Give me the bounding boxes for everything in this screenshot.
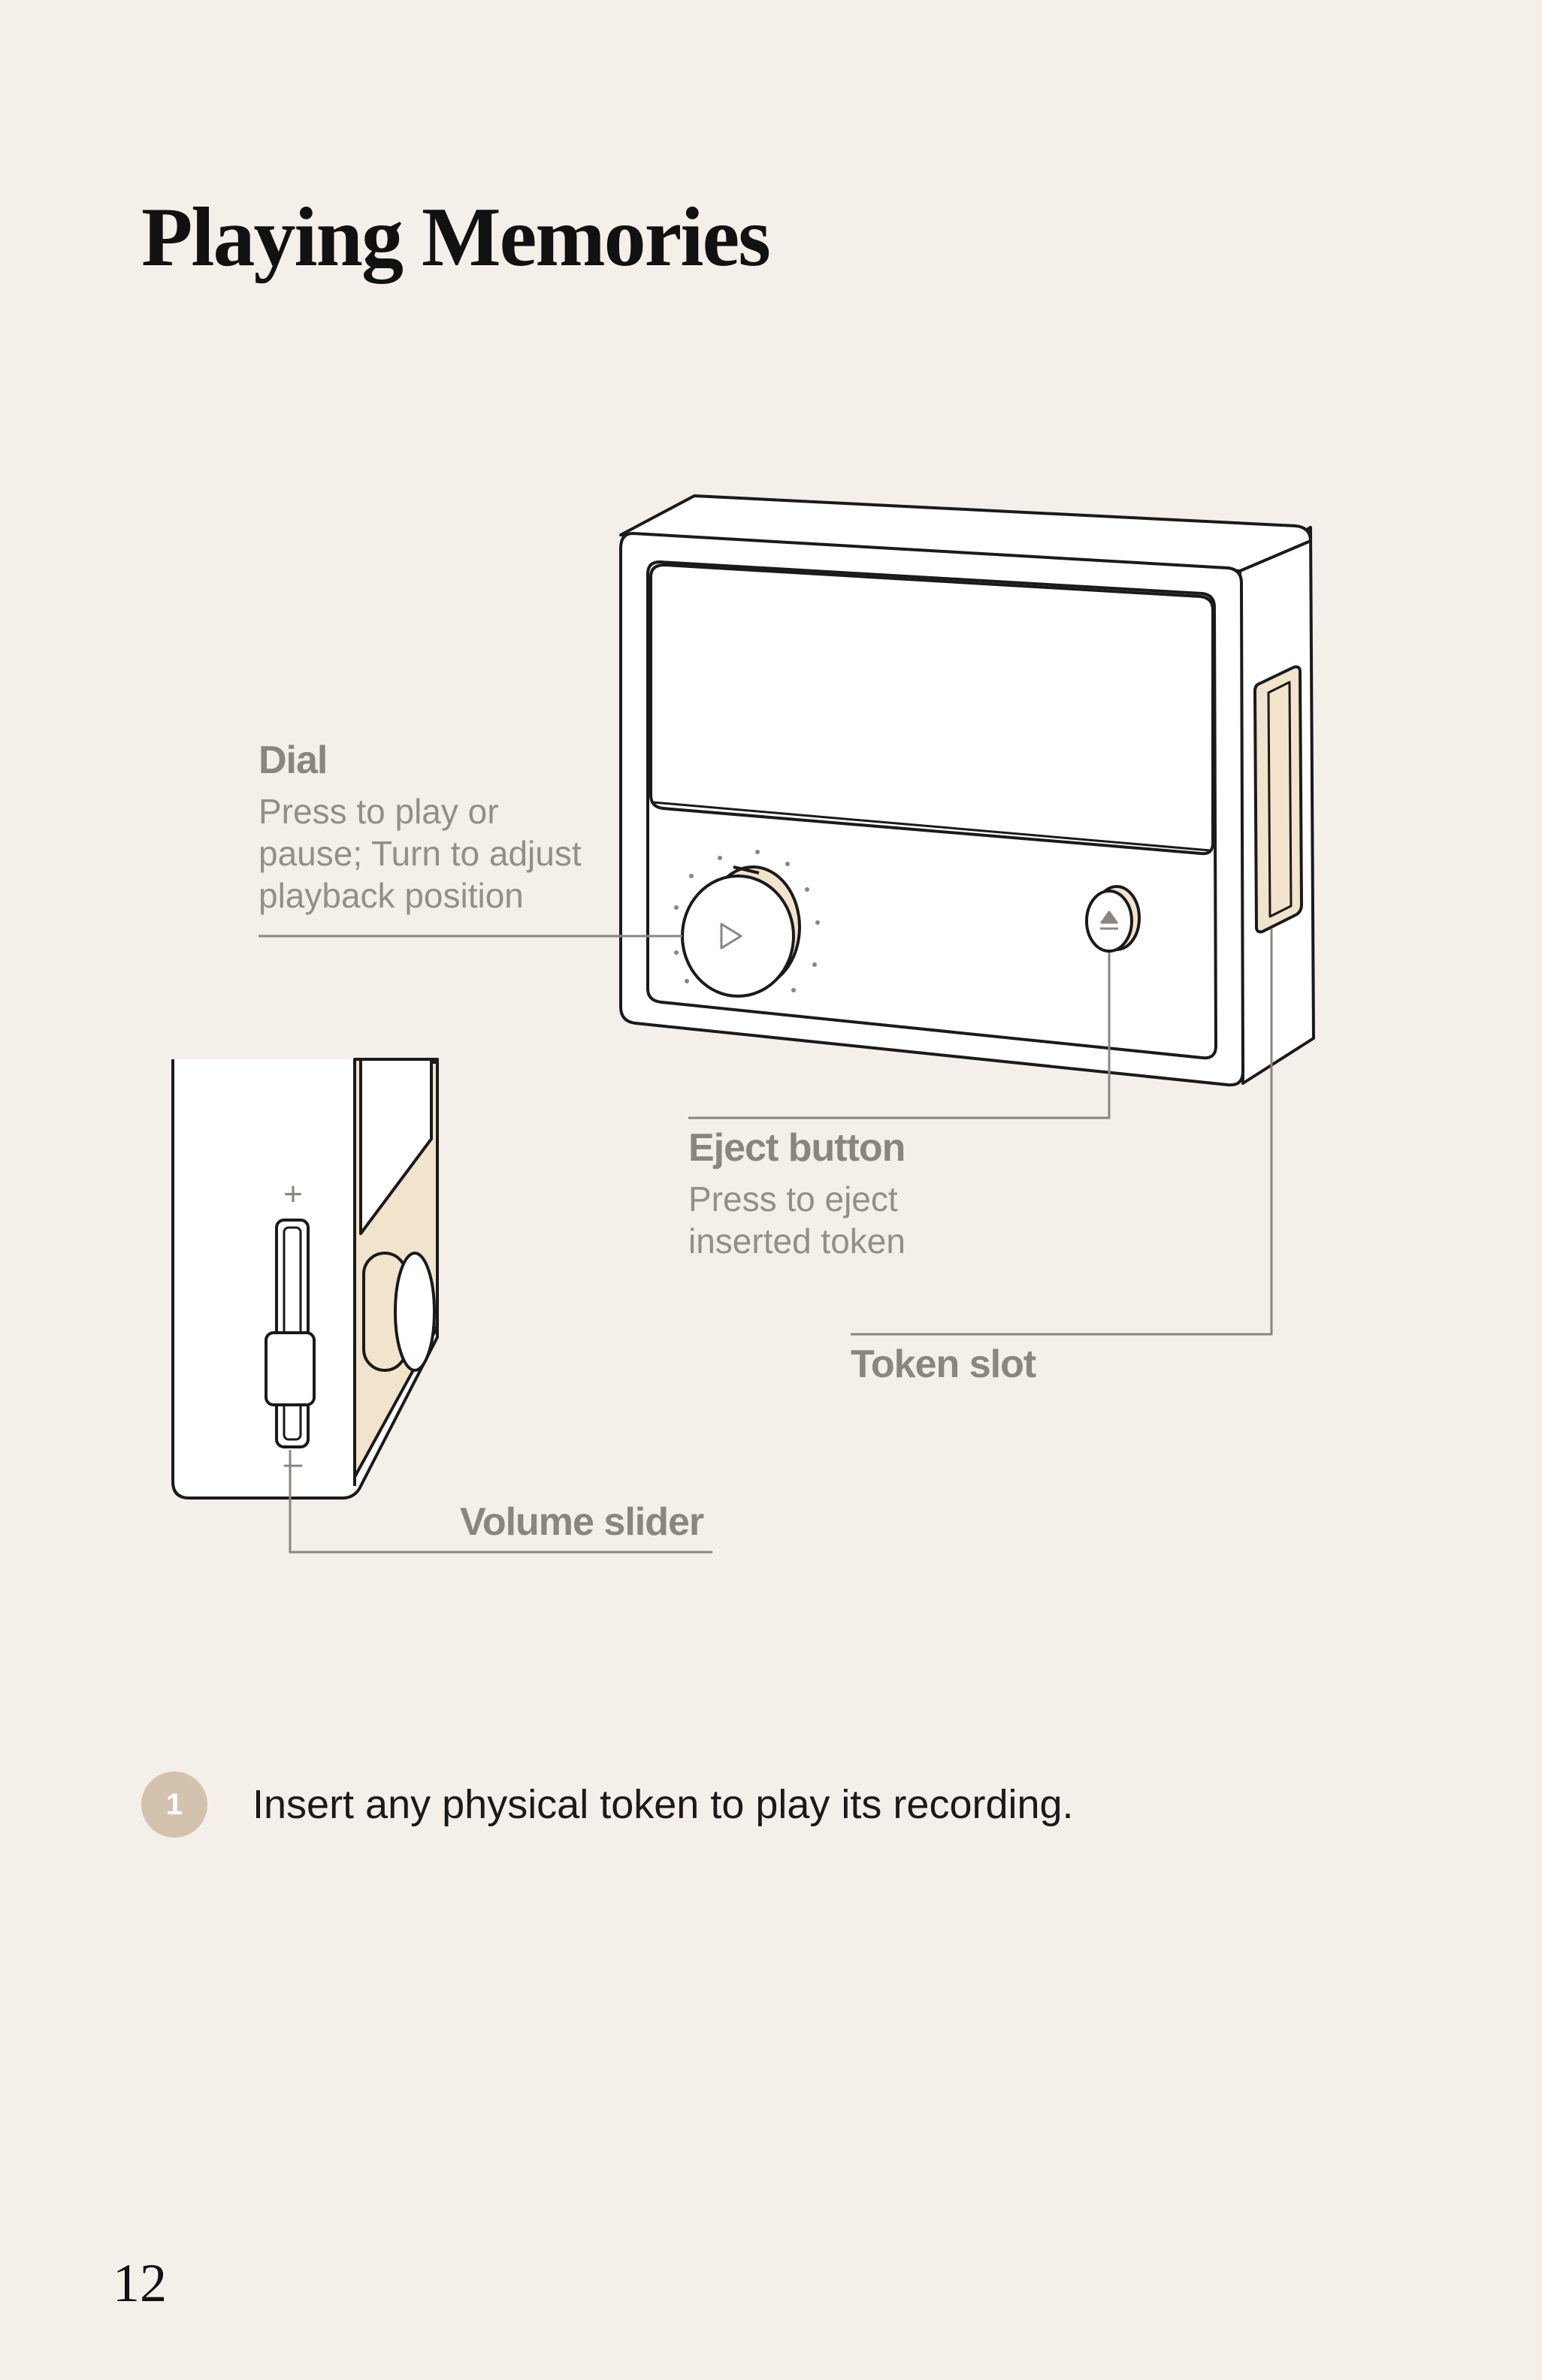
dial-callout-title: Dial bbox=[259, 738, 328, 782]
play-icon bbox=[720, 923, 742, 950]
volume-minus-label: – bbox=[284, 1445, 303, 1481]
leader-lines bbox=[259, 929, 1273, 1554]
screen-panel-lip bbox=[653, 801, 1211, 852]
token-slot-callout: Token slot bbox=[851, 1345, 1036, 1384]
eject-leader bbox=[688, 953, 1111, 1119]
eject-button[interactable] bbox=[1085, 885, 1141, 953]
volume-plus-label: + bbox=[283, 1176, 303, 1213]
page-title: Playing Memories bbox=[141, 191, 771, 284]
screen-panel bbox=[649, 563, 1214, 856]
step-item: 1 Insert any physical token to play its … bbox=[141, 1771, 1074, 1838]
dial-callout: Dial Press to play or pause; Turn to adj… bbox=[259, 741, 612, 917]
dial-ticks bbox=[674, 850, 820, 992]
volume-slider-callout: Volume slider bbox=[460, 1500, 704, 1544]
eject-callout-title: Eject button bbox=[688, 1126, 906, 1170]
step-number-badge: 1 bbox=[141, 1771, 207, 1838]
token-slot bbox=[1253, 665, 1303, 934]
volume-leader bbox=[289, 1450, 712, 1554]
eject-callout-description: Press to eject inserted token bbox=[688, 1179, 906, 1261]
dial[interactable] bbox=[681, 865, 801, 998]
device-top bbox=[619, 494, 1312, 572]
dial-callout-description: Press to play or pause; Turn to adjust p… bbox=[259, 792, 582, 915]
step-text: Insert any physical token to play its re… bbox=[252, 1782, 1074, 1827]
eject-icon bbox=[1100, 911, 1118, 930]
device-side-view bbox=[171, 1058, 439, 1500]
page-number: 12 bbox=[113, 2253, 167, 2313]
device-front-view bbox=[619, 494, 1315, 1087]
eject-callout: Eject button Press to eject inserted tok… bbox=[688, 1128, 1004, 1262]
volume-slider-callout-title: Volume slider bbox=[460, 1500, 704, 1544]
volume-thumb[interactable] bbox=[265, 1331, 316, 1406]
token-slot-callout-title: Token slot bbox=[851, 1343, 1036, 1386]
token-leader bbox=[851, 929, 1273, 1336]
